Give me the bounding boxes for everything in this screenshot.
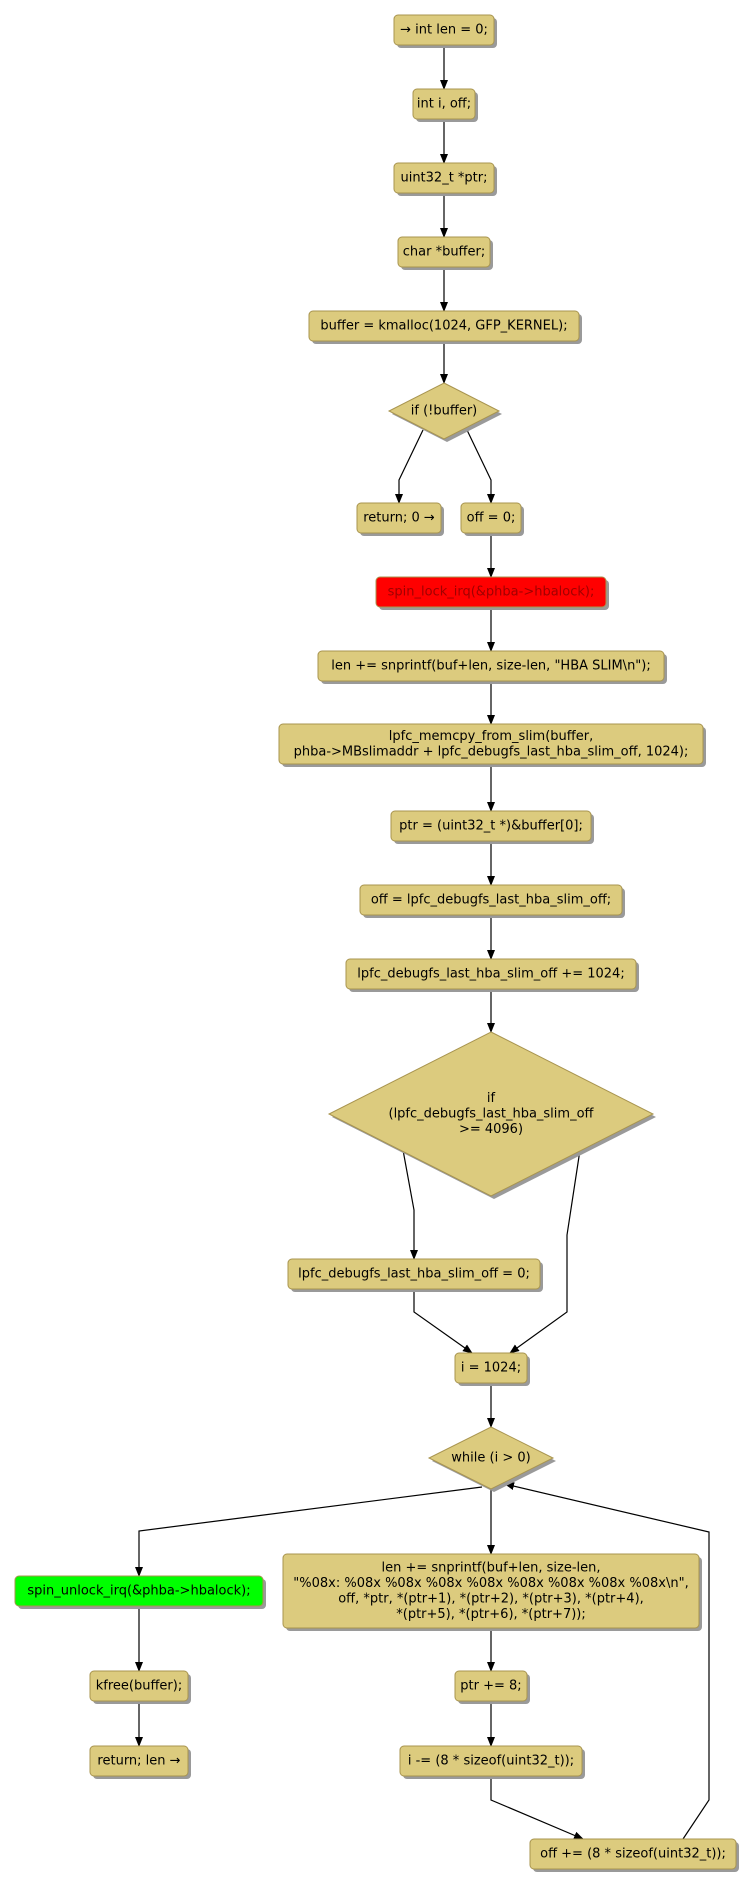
decision-diamond <box>327 1031 655 1197</box>
node-label: *(ptr+5), *(ptr+6), *(ptr+7)); <box>396 1607 585 1622</box>
edge-arrow-15 <box>402 1149 418 1260</box>
node-box <box>89 1745 189 1777</box>
node-n1: → int len = 0; <box>393 14 497 48</box>
node-label: len += snprintf(buf+len, size-len, "HBA … <box>331 659 650 674</box>
node-box <box>393 14 495 46</box>
node-label: off += (8 * sizeof(uint32_t)); <box>540 1847 726 1862</box>
node-d1: if (!buffer) <box>387 382 502 442</box>
node-label: spin_unlock_irq(&phba->hbalock); <box>27 1584 250 1599</box>
node-n19: i -= (8 * sizeof(uint32_t)); <box>399 1745 585 1779</box>
node-box <box>308 310 580 342</box>
node-box <box>460 502 522 534</box>
node-box <box>454 1670 528 1702</box>
nodes: → int len = 0; int i, off; uint32_t *ptr; c… <box>14 14 739 1872</box>
node-n9: lpfc_memcpy_from_slim(buffer,phba->MBsli… <box>278 723 706 767</box>
node-n4: char *buffer; <box>397 236 493 270</box>
node-label: if <box>487 1091 496 1106</box>
node-label: ptr += 8; <box>460 1679 521 1694</box>
node-r1: return; 0 → <box>356 502 444 536</box>
decision-diamond <box>387 382 501 440</box>
edge-arrow-25 <box>490 1776 584 1840</box>
node-label: buffer = kmalloc(1024, GFP_KERNEL); <box>320 319 567 334</box>
node-label: ptr = (uint32_t *)&buffer[0]; <box>399 819 583 834</box>
node-box <box>356 502 442 534</box>
node-n10: ptr = (uint32_t *)&buffer[0]; <box>390 810 594 844</box>
node-box <box>390 810 592 842</box>
node-box <box>89 1670 189 1702</box>
node-box <box>412 88 476 120</box>
node-label: >= 4096) <box>459 1122 523 1137</box>
node-label: phba->MBslimaddr + lpfc_debugfs_last_hba… <box>294 744 689 759</box>
node-box <box>529 1838 737 1870</box>
node-r2: return; len → <box>89 1745 191 1779</box>
node-label: return; len → <box>97 1754 180 1769</box>
node-label: uint32_t *ptr; <box>400 171 487 186</box>
node-n15: spin_unlock_irq(&phba->hbalock); <box>14 1575 266 1609</box>
node-label: i -= (8 * sizeof(uint32_t)); <box>408 1754 574 1769</box>
node-label: lpfc_memcpy_from_slim(buffer, <box>389 729 593 744</box>
node-label: i = 1024; <box>461 1361 521 1376</box>
node-box <box>393 162 495 194</box>
node-d2: if(lpfc_debugfs_last_hba_slim_off>= 4096… <box>327 1031 656 1199</box>
node-label: (lpfc_debugfs_last_hba_slim_off <box>389 1107 595 1122</box>
edge-arrow-26 <box>504 1482 710 1840</box>
edge-arrow-16 <box>509 1149 581 1354</box>
node-box <box>287 1258 541 1290</box>
node-box <box>397 236 491 268</box>
node-box <box>454 1352 528 1384</box>
node-box <box>375 576 607 608</box>
node-label: if (!buffer) <box>411 404 477 419</box>
node-label: return; 0 → <box>363 511 435 526</box>
node-label: lpfc_debugfs_last_hba_slim_off = 0; <box>298 1267 530 1282</box>
node-n17: kfree(buffer); <box>89 1670 191 1704</box>
node-box <box>359 884 623 916</box>
node-n16: len += snprintf(buf+len, size-len,"%08x:… <box>282 1553 702 1631</box>
node-n20: off += (8 * sizeof(uint32_t)); <box>529 1838 739 1872</box>
node-label: spin_lock_irq(&phba->hbalock); <box>388 585 595 600</box>
node-n18: ptr += 8; <box>454 1670 530 1704</box>
node-label: len += snprintf(buf+len, size-len, <box>381 1560 600 1575</box>
node-label: off = lpfc_debugfs_last_hba_slim_off; <box>371 893 611 908</box>
edges <box>135 45 710 1840</box>
node-n13: lpfc_debugfs_last_hba_slim_off = 0; <box>287 1258 543 1292</box>
node-box <box>345 958 637 990</box>
node-box <box>399 1745 583 1777</box>
node-n6: off = 0; <box>460 502 524 536</box>
node-n7: spin_lock_irq(&phba->hbalock); <box>375 576 609 610</box>
node-label: off = 0; <box>467 511 516 526</box>
node-label: while (i > 0) <box>451 1451 530 1466</box>
node-n2: int i, off; <box>412 88 478 122</box>
node-label: "%08x: %08x %08x %08x %08x %08x %08x %08… <box>293 1576 688 1591</box>
node-label: kfree(buffer); <box>96 1679 182 1694</box>
node-n12: lpfc_debugfs_last_hba_slim_off += 1024; <box>345 958 639 992</box>
edge-arrow-6 <box>395 429 424 504</box>
node-label: int i, off; <box>417 97 471 112</box>
node-box <box>278 723 704 765</box>
node-label: off, *ptr, *(ptr+1), *(ptr+2), *(ptr+3),… <box>338 1591 644 1606</box>
node-n11: off = lpfc_debugfs_last_hba_slim_off; <box>359 884 625 918</box>
node-n14: i = 1024; <box>454 1352 530 1386</box>
node-label: lpfc_debugfs_last_hba_slim_off += 1024; <box>357 967 624 982</box>
node-label: char *buffer; <box>403 245 486 260</box>
node-n8: len += snprintf(buf+len, size-len, "HBA … <box>317 650 667 684</box>
edge-arrow-20 <box>135 1486 483 1577</box>
node-box <box>14 1575 264 1607</box>
decision-diamond <box>427 1426 555 1490</box>
node-box <box>282 1553 700 1629</box>
node-d3: while (i > 0) <box>427 1426 556 1492</box>
node-box <box>317 650 665 682</box>
node-n5: buffer = kmalloc(1024, GFP_KERNEL); <box>308 310 582 344</box>
edge-arrow-7 <box>466 429 495 504</box>
edge-arrow-17 <box>413 1289 473 1354</box>
node-label: → int len = 0; <box>400 23 488 38</box>
node-n3: uint32_t *ptr; <box>393 162 497 196</box>
